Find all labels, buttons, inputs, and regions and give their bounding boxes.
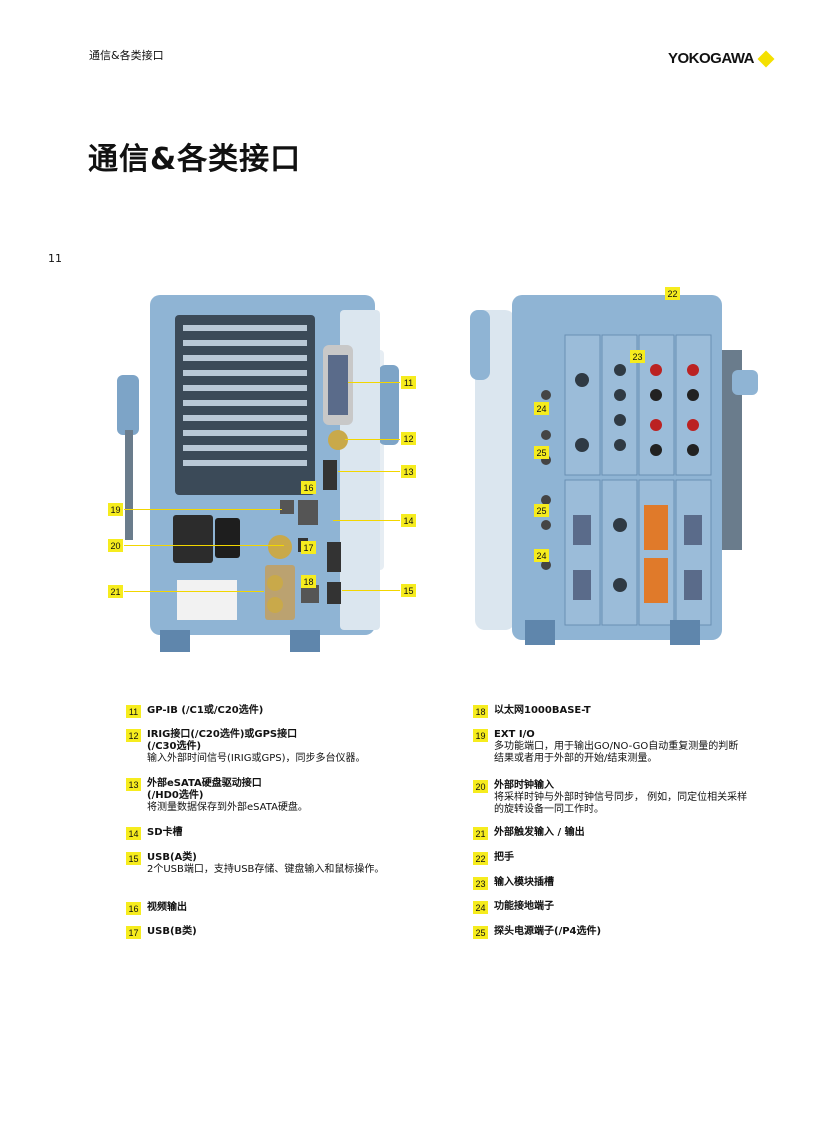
callout-24: 24	[534, 402, 549, 415]
rear-panel-photo	[117, 295, 399, 652]
callout-25: 25	[534, 446, 549, 459]
logo-text: YOKOGAWA	[668, 50, 755, 67]
leader-line	[342, 590, 400, 591]
legend-num: 24	[473, 901, 488, 914]
legend-num: 17	[126, 926, 141, 939]
legend-item-19: 19 EXT I/O 多功能端口，用于输出GO/NO-GO自动重复测量的判断结果…	[473, 729, 748, 765]
leader-line	[345, 439, 400, 440]
legend-item-20: 20 外部时钟输入 将采样时钟与外部时钟信号同步， 例如，同定位相关采样的旋转设…	[473, 780, 748, 816]
callout-24b: 24	[534, 549, 549, 562]
legend-title: 外部时钟输入	[494, 780, 554, 791]
legend-title: GP-IB (/C1或/C20选件)	[147, 705, 264, 716]
legend-item-11: 11 GP-IB (/C1或/C20选件)	[126, 705, 263, 718]
header-section-title: 通信&各类接口	[89, 49, 164, 62]
callout-17: 17	[301, 541, 316, 554]
legend-desc: 多功能端口，用于输出GO/NO-GO自动重复测量的判断结果或者用于外部的开始/结…	[494, 741, 739, 764]
legend-item-25: 25 探头电源端子(/P4选件)	[473, 926, 601, 939]
legend-num: 13	[126, 778, 141, 791]
legend-num: 18	[473, 705, 488, 718]
legend-desc: 将测量数据保存到外部eSATA硬盘。	[147, 802, 308, 813]
legend-title: EXT I/O	[494, 729, 535, 740]
legend-item-12: 12 IRIG接口(/C20选件)或GPS接口 (/C30选件) 输入外部时间信…	[126, 729, 406, 765]
legend-title: IRIG接口(/C20选件)或GPS接口	[147, 729, 298, 740]
callout-19: 19	[108, 503, 123, 516]
legend-title: USB(B类)	[147, 926, 197, 937]
legend-item-16: 16 视频输出	[126, 902, 187, 915]
legend-title: 探头电源端子(/P4选件)	[494, 926, 602, 937]
legend-num: 15	[126, 852, 141, 865]
leader-line	[348, 382, 400, 383]
leader-line	[338, 471, 400, 472]
legend-item-23: 23 输入模块插槽	[473, 877, 554, 890]
legend-title: 功能接地端子	[494, 901, 554, 912]
legend-title: 以太网1000BASE-T	[494, 705, 591, 716]
callout-14: 14	[401, 514, 416, 527]
callout-16: 16	[301, 481, 316, 494]
callout-25b: 25	[534, 504, 549, 517]
legend-num: 16	[126, 902, 141, 915]
legend-item-18: 18 以太网1000BASE-T	[473, 705, 591, 718]
callout-20: 20	[108, 539, 123, 552]
legend-title-line2: (/HD0选件)	[147, 790, 204, 801]
legend-title: 视频输出	[147, 902, 187, 913]
legend-title: USB(A类)	[147, 852, 197, 863]
leader-line	[124, 545, 284, 546]
leader-line	[333, 520, 400, 521]
legend-title: 外部eSATA硬盘驱动接口	[147, 778, 262, 789]
legend-num: 12	[126, 729, 141, 742]
legend-num: 11	[126, 705, 141, 718]
legend-num: 21	[473, 827, 488, 840]
legend-title-line2: (/C30选件)	[147, 741, 202, 752]
callout-11: 11	[401, 376, 416, 389]
callout-15: 15	[401, 584, 416, 597]
callout-23: 23	[630, 350, 645, 363]
leader-line	[124, 591, 264, 592]
legend-num: 22	[473, 852, 488, 865]
legend-desc: 2个USB端口，支持USB存储、键盘输入和鼠标操作。	[147, 864, 385, 875]
callout-18: 18	[301, 575, 316, 588]
legend-title: 把手	[494, 852, 514, 863]
callout-13: 13	[401, 465, 416, 478]
page-number: 11	[48, 252, 62, 265]
logo-diamond-icon	[757, 50, 775, 67]
legend-item-21: 21 外部触发输入 / 输出	[473, 827, 585, 840]
legend-item-13: 13 外部eSATA硬盘驱动接口 (/HD0选件) 将测量数据保存到外部eSAT…	[126, 778, 406, 814]
callout-22: 22	[665, 287, 680, 300]
legend-desc: 将采样时钟与外部时钟信号同步， 例如，同定位相关采样的旋转设备一同工作时。	[494, 792, 748, 815]
legend-num: 14	[126, 827, 141, 840]
legend-title: SD卡槽	[147, 827, 183, 838]
brand-logo: YOKOGAWA	[668, 50, 775, 67]
leader-line	[124, 509, 282, 510]
legend-item-15: 15 USB(A类) 2个USB端口，支持USB存储、键盘输入和鼠标操作。	[126, 852, 396, 876]
legend-num: 19	[473, 729, 488, 742]
legend-num: 20	[473, 780, 488, 793]
legend-item-17: 17 USB(B类)	[126, 926, 197, 939]
page-title: 通信&各类接口	[88, 142, 302, 177]
side-panel-photo	[470, 295, 758, 645]
legend-num: 25	[473, 926, 488, 939]
legend-num: 23	[473, 877, 488, 890]
callout-12: 12	[401, 432, 416, 445]
legend-desc: 输入外部时间信号(IRIG或GPS)，同步多台仪器。	[147, 753, 366, 764]
callout-21: 21	[108, 585, 123, 598]
legend-title: 输入模块插槽	[494, 877, 554, 888]
legend-item-24: 24 功能接地端子	[473, 901, 554, 914]
legend-title: 外部触发输入 / 输出	[494, 827, 585, 838]
legend-item-22: 22 把手	[473, 852, 514, 865]
legend-item-14: 14 SD卡槽	[126, 827, 183, 840]
